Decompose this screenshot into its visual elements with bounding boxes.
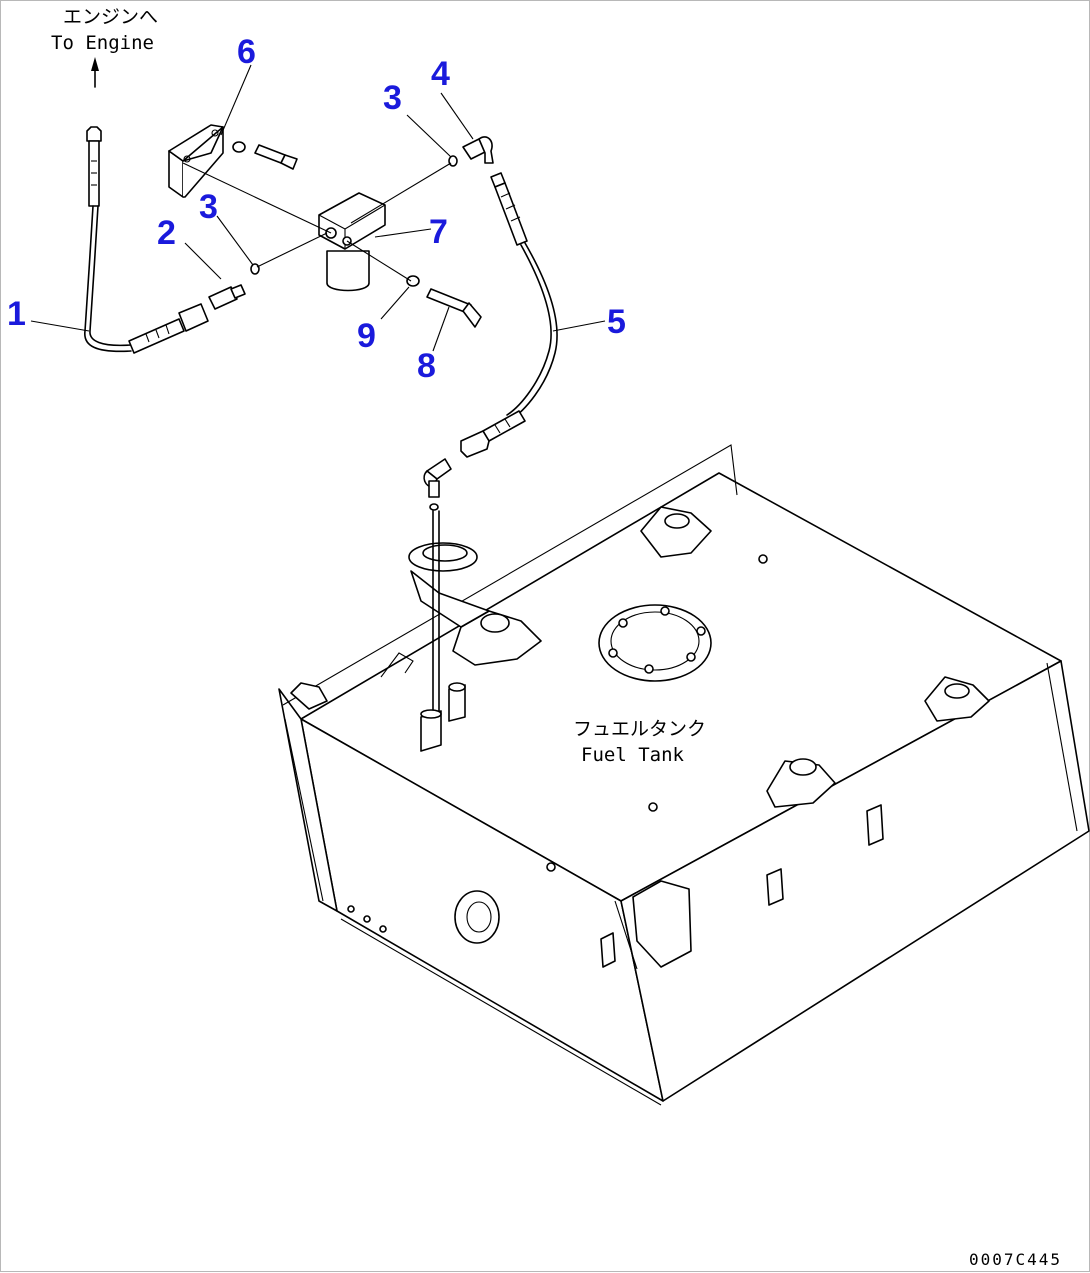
bracket-6: [168, 124, 224, 198]
to-engine-arrow: [91, 57, 99, 88]
elbow-4: [462, 136, 494, 164]
figure-reference: 0007C445: [969, 1250, 1062, 1269]
hose-1: [84, 126, 209, 354]
callout-3-right: 3: [383, 79, 402, 117]
tank-label-en: Fuel Tank: [581, 744, 685, 766]
tank-label-jp: フュエルタンク: [573, 718, 706, 740]
washer-bracket: [232, 141, 246, 153]
callout-1: 1: [7, 295, 26, 333]
callout-8: 8: [417, 347, 436, 385]
bolt-8: [426, 288, 482, 328]
callout-2: 2: [157, 214, 176, 252]
engine-note-en: To Engine: [51, 32, 154, 54]
callout-9: 9: [357, 317, 376, 355]
callout-5: 5: [607, 303, 626, 341]
callout-3-left: 3: [199, 188, 218, 226]
callout-7: 7: [429, 213, 448, 251]
hose-5: [460, 172, 558, 458]
callout-4: 4: [431, 55, 450, 93]
fuel-filter-7: [318, 192, 386, 292]
engine-note-jp: エンジンへ: [63, 6, 158, 28]
leader-lines: [30, 64, 606, 352]
connector-2: [208, 284, 246, 310]
washer-9: [406, 275, 420, 287]
tank-elbow: [423, 458, 452, 511]
bolt-bracket: [254, 144, 298, 170]
o-ring-3-left: [250, 263, 260, 275]
o-ring-3-right: [448, 155, 458, 167]
fuel-tank: [278, 444, 1090, 1106]
callout-6: 6: [237, 33, 256, 71]
